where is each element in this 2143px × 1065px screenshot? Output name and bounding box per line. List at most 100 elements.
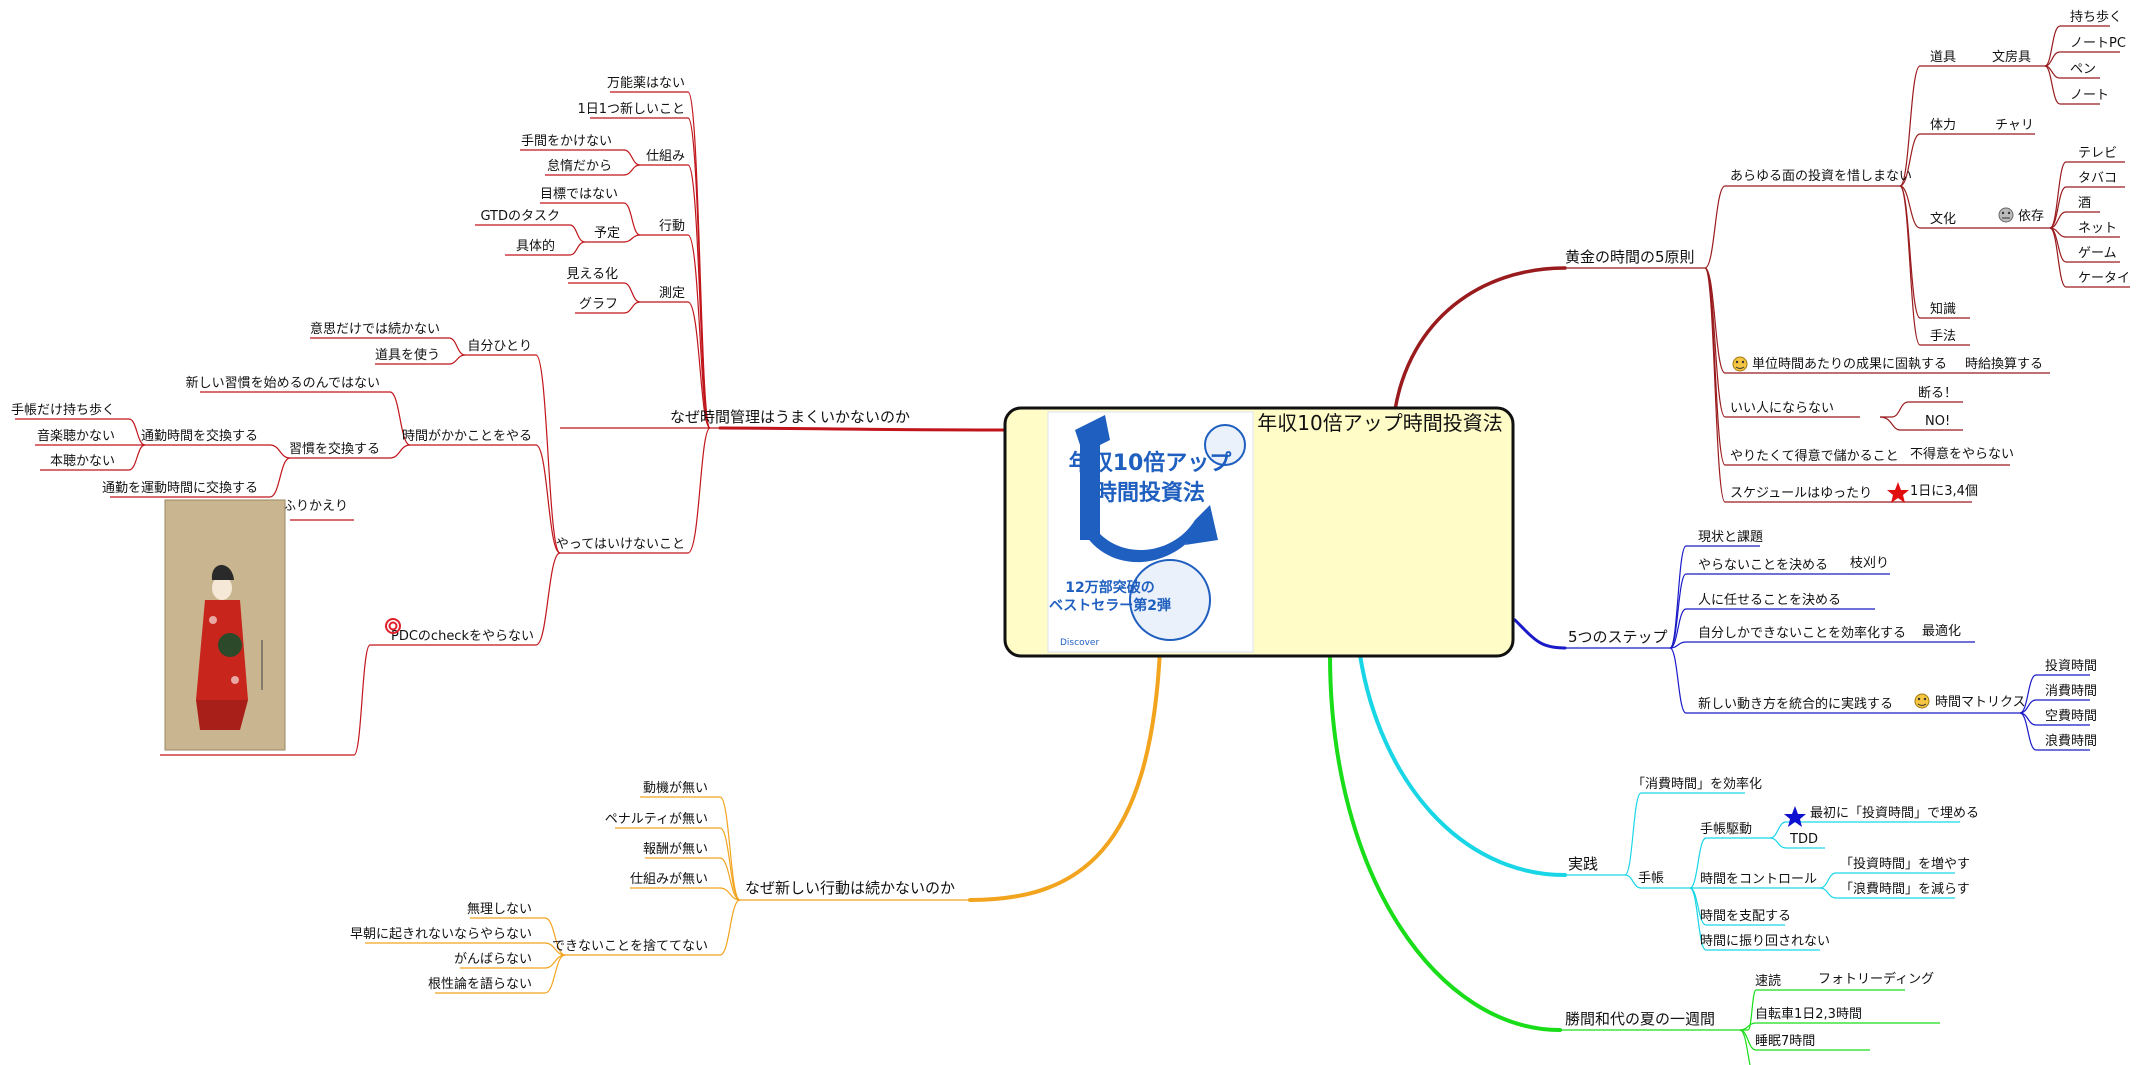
practice-n2d[interactable]: 時間に振り回されない [1700,934,1830,949]
practice-n2c[interactable]: 時間を支配する [1700,909,1791,924]
why-time-n3[interactable]: 仕組み [646,149,685,164]
summer-n2[interactable]: 自転車1日2,3時間 [1755,1007,1862,1022]
golden-n1c1[interactable]: 依存 [2018,209,2044,224]
why-time-n4b[interactable]: 予定 [594,226,620,241]
golden-n1c1c[interactable]: 酒 [2078,196,2091,211]
golden-n3b[interactable]: NO! [1925,414,1950,429]
why-time-n6b2[interactable]: 習慣を交換する [289,441,380,457]
practice-n2b2[interactable]: 「浪費時間」を減らす [1840,881,1970,897]
star-icon-red [1887,482,1909,503]
golden-n1[interactable]: あらゆる面の投資を惜しまない [1730,168,1912,184]
five-steps-label[interactable]: 5つのステップ [1568,628,1668,646]
why-time-n3a[interactable]: 手間をかけない [521,134,612,149]
practice-n2a[interactable]: 手帳駆動 [1700,822,1752,837]
five-steps-n5a2[interactable]: 消費時間 [2045,684,2097,699]
golden-n1c1b[interactable]: タバコ [2078,171,2117,186]
golden-n1a1c[interactable]: ペン [2070,62,2096,77]
why-action-n5[interactable]: できないことを捨ててない [552,938,708,954]
golden-n1b[interactable]: 体力 [1930,118,1956,133]
why-time-n6b2a1[interactable]: 手帳だけ持ち歩く [11,403,115,418]
golden-n1a1b[interactable]: ノートPC [2070,36,2126,51]
golden-n2a[interactable]: 時給換算する [1965,357,2043,372]
five-steps-n3[interactable]: 人に任せることを決める [1698,593,1841,608]
why-action-n3[interactable]: 報酬が無い [643,842,708,857]
golden-n1a[interactable]: 道具 [1930,50,1956,65]
five-steps-n5a4[interactable]: 浪費時間 [2045,734,2097,749]
why-time-n6b2a[interactable]: 通勤時間を交換する [141,428,258,444]
why-time-n6[interactable]: やってはいけないこと [556,537,685,552]
why-action-n4[interactable]: 仕組みが無い [630,872,708,887]
why-time-label[interactable]: なぜ時間管理はうまくいかないのか [670,408,910,426]
five-steps-n4[interactable]: 自分しかできないことを効率化する [1698,625,1906,641]
golden-n1c1f[interactable]: ケータイ [2078,271,2130,286]
why-action-n5c[interactable]: がんばらない [454,952,532,967]
curved-arrow-icon [1080,505,1218,563]
golden-n5[interactable]: スケジュールはゆったり [1730,486,1872,501]
cover-publisher: Discover [1060,638,1099,648]
why-time-n6a1[interactable]: 意思だけでは続かない [310,321,440,337]
why-time-n6c1[interactable]: ふりかえり [283,499,348,514]
why-action-n5b[interactable]: 早朝に起きれないならやらない [350,927,532,942]
five-steps-n4a[interactable]: 最適化 [1922,623,1961,639]
why-time-n6a2[interactable]: 道具を使う [375,347,440,363]
golden-label[interactable]: 黄金の時間の5原則 [1565,248,1695,266]
golden-n1a1[interactable]: 文房具 [1992,49,2031,65]
five-steps-n5a[interactable]: 時間マトリクス [1935,695,2026,710]
five-steps-n2[interactable]: やらないことを決める [1698,558,1828,573]
why-action-n1[interactable]: 動機が無い [643,781,708,796]
why-time-n6b[interactable]: 時間がかかことをやる [402,429,532,444]
golden-n1e[interactable]: 手法 [1930,329,1956,344]
golden-n3[interactable]: いい人にならない [1730,401,1834,416]
why-action-n2[interactable]: ペナルティが無い [605,812,708,827]
why-time-n2[interactable]: 1日1つ新しいこと [577,101,685,117]
golden-n3a[interactable]: 断る！ [1918,386,1957,401]
practice-n2b1[interactable]: 「投資時間」を増やす [1840,856,1970,872]
five-steps-n5a3[interactable]: 空費時間 [2045,709,2097,724]
summer-label[interactable]: 勝間和代の夏の一週間 [1565,1010,1715,1028]
golden-n4a[interactable]: 不得意をやらない [1910,446,2014,462]
practice-n2b[interactable]: 時間をコントロール [1700,872,1817,887]
why-time-n6b2a2[interactable]: 音楽聴かない [37,428,115,444]
why-time-n5[interactable]: 測定 [659,286,685,301]
summer-n3[interactable]: 睡眠7時間 [1755,1034,1815,1049]
golden-n1c1e[interactable]: ゲーム [2078,246,2117,261]
five-steps-n5a1[interactable]: 投資時間 [2045,658,2097,674]
golden-n1a1a[interactable]: 持ち歩く [2070,10,2122,25]
why-action-n5d[interactable]: 根性論を語らない [428,976,532,992]
golden-n5a[interactable]: 1日に3,4個 [1910,484,1978,499]
five-steps-n1[interactable]: 現状と課題 [1698,529,1763,545]
practice-n2a1[interactable]: 最初に「投資時間」で埋める [1810,805,1979,821]
why-time-n6a[interactable]: 自分ひとり [467,339,532,354]
golden-n2[interactable]: 単位時間あたりの成果に固執する [1752,356,1947,372]
golden-n1c1a[interactable]: テレビ [2078,146,2117,161]
golden-n1a1d[interactable]: ノート [2070,88,2109,103]
why-time-n4b2[interactable]: 具体的 [516,238,555,254]
why-time-n6b1[interactable]: 新しい習慣を始めるのんではない [186,375,380,391]
branch-line-why-time [718,426,1012,432]
practice-label[interactable]: 実践 [1568,855,1598,873]
five-steps-n5[interactable]: 新しい動き方を統合的に実践する [1698,696,1893,712]
why-time-n4[interactable]: 行動 [659,219,685,234]
golden-n1c1d[interactable]: ネット [2078,221,2117,236]
golden-n1c[interactable]: 文化 [1930,212,1956,227]
why-time-n1[interactable]: 万能薬はない [607,76,685,91]
why-time-n6c[interactable]: PDCのcheckをやらない [391,629,534,644]
why-action-label[interactable]: なぜ新しい行動は続かないのか [745,879,955,897]
why-time-n5b[interactable]: グラフ [579,297,618,312]
summer-n1a[interactable]: フォトリーディング [1818,971,1934,987]
why-time-n4b1[interactable]: GTDのタスク [480,209,560,224]
golden-n4[interactable]: やりたくて得意で儲かること [1730,448,1899,464]
practice-n2[interactable]: 手帳 [1638,871,1664,886]
summer-n1[interactable]: 速読 [1755,973,1781,989]
practice-n1[interactable]: 「消費時間」を効率化 [1632,776,1762,792]
five-steps-n2a[interactable]: 枝刈り [1850,556,1889,571]
why-time-n5a[interactable]: 見える化 [566,267,618,282]
golden-n1d[interactable]: 知識 [1930,301,1956,317]
golden-n1b1[interactable]: チャリ [1995,118,2034,133]
why-time-n4a[interactable]: 目標ではない [540,187,618,202]
why-action-n5a[interactable]: 無理しない [467,902,532,917]
why-time-n6b2b[interactable]: 通勤を運動時間に交換する [102,480,258,496]
why-time-n3b[interactable]: 怠惰だから [547,158,612,174]
why-time-n6b2a3[interactable]: 本聴かない [50,454,115,469]
practice-n2a2[interactable]: TDD [1789,832,1818,847]
